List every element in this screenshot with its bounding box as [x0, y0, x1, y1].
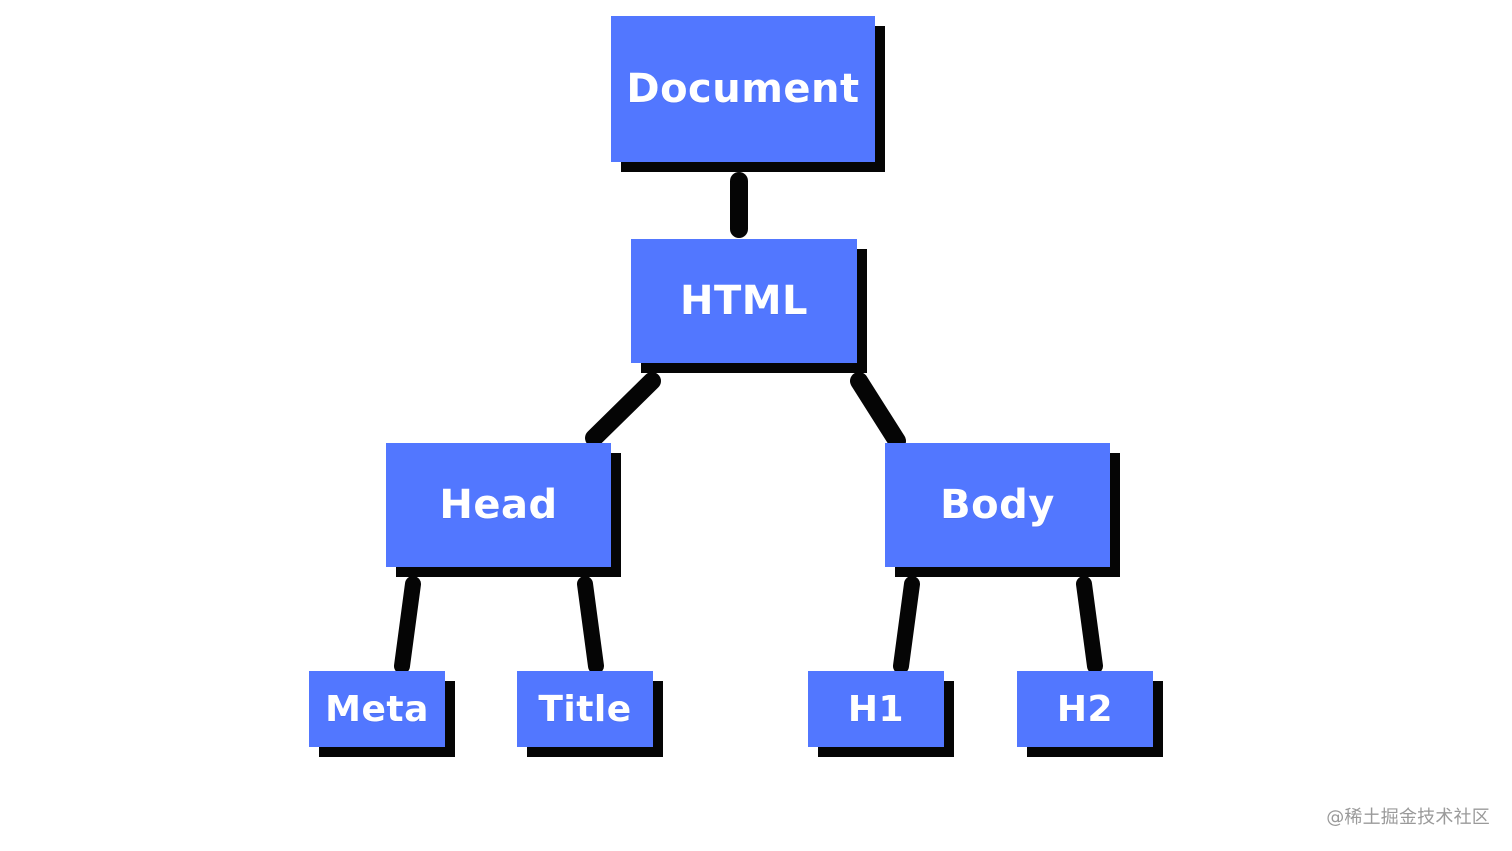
node-h2: H2: [1017, 671, 1153, 747]
node-label-head: Head: [439, 482, 558, 528]
edge-body-h1: [893, 576, 920, 674]
node-html: HTML: [631, 239, 857, 363]
node-label-body: Body: [940, 482, 1055, 528]
edge-body-h2: [1076, 576, 1103, 674]
source-watermark: @稀土掘金技术社区: [1326, 807, 1490, 828]
node-title: Title: [517, 671, 653, 747]
edge-html-body: [850, 372, 906, 450]
node-label-document: Document: [626, 66, 860, 112]
edge-head-meta: [394, 576, 421, 674]
node-label-title: Title: [538, 688, 632, 730]
node-meta: Meta: [309, 671, 445, 747]
node-head: Head: [386, 443, 611, 567]
node-body: Body: [885, 443, 1110, 567]
node-h1: H1: [808, 671, 944, 747]
node-label-meta: Meta: [325, 688, 429, 730]
node-label-h2: H2: [1056, 688, 1114, 730]
node-label-h1: H1: [847, 688, 905, 730]
edge-html-head: [585, 372, 661, 447]
node-document: Document: [611, 16, 875, 162]
node-label-html: HTML: [679, 278, 809, 324]
edge-head-title: [577, 576, 604, 674]
